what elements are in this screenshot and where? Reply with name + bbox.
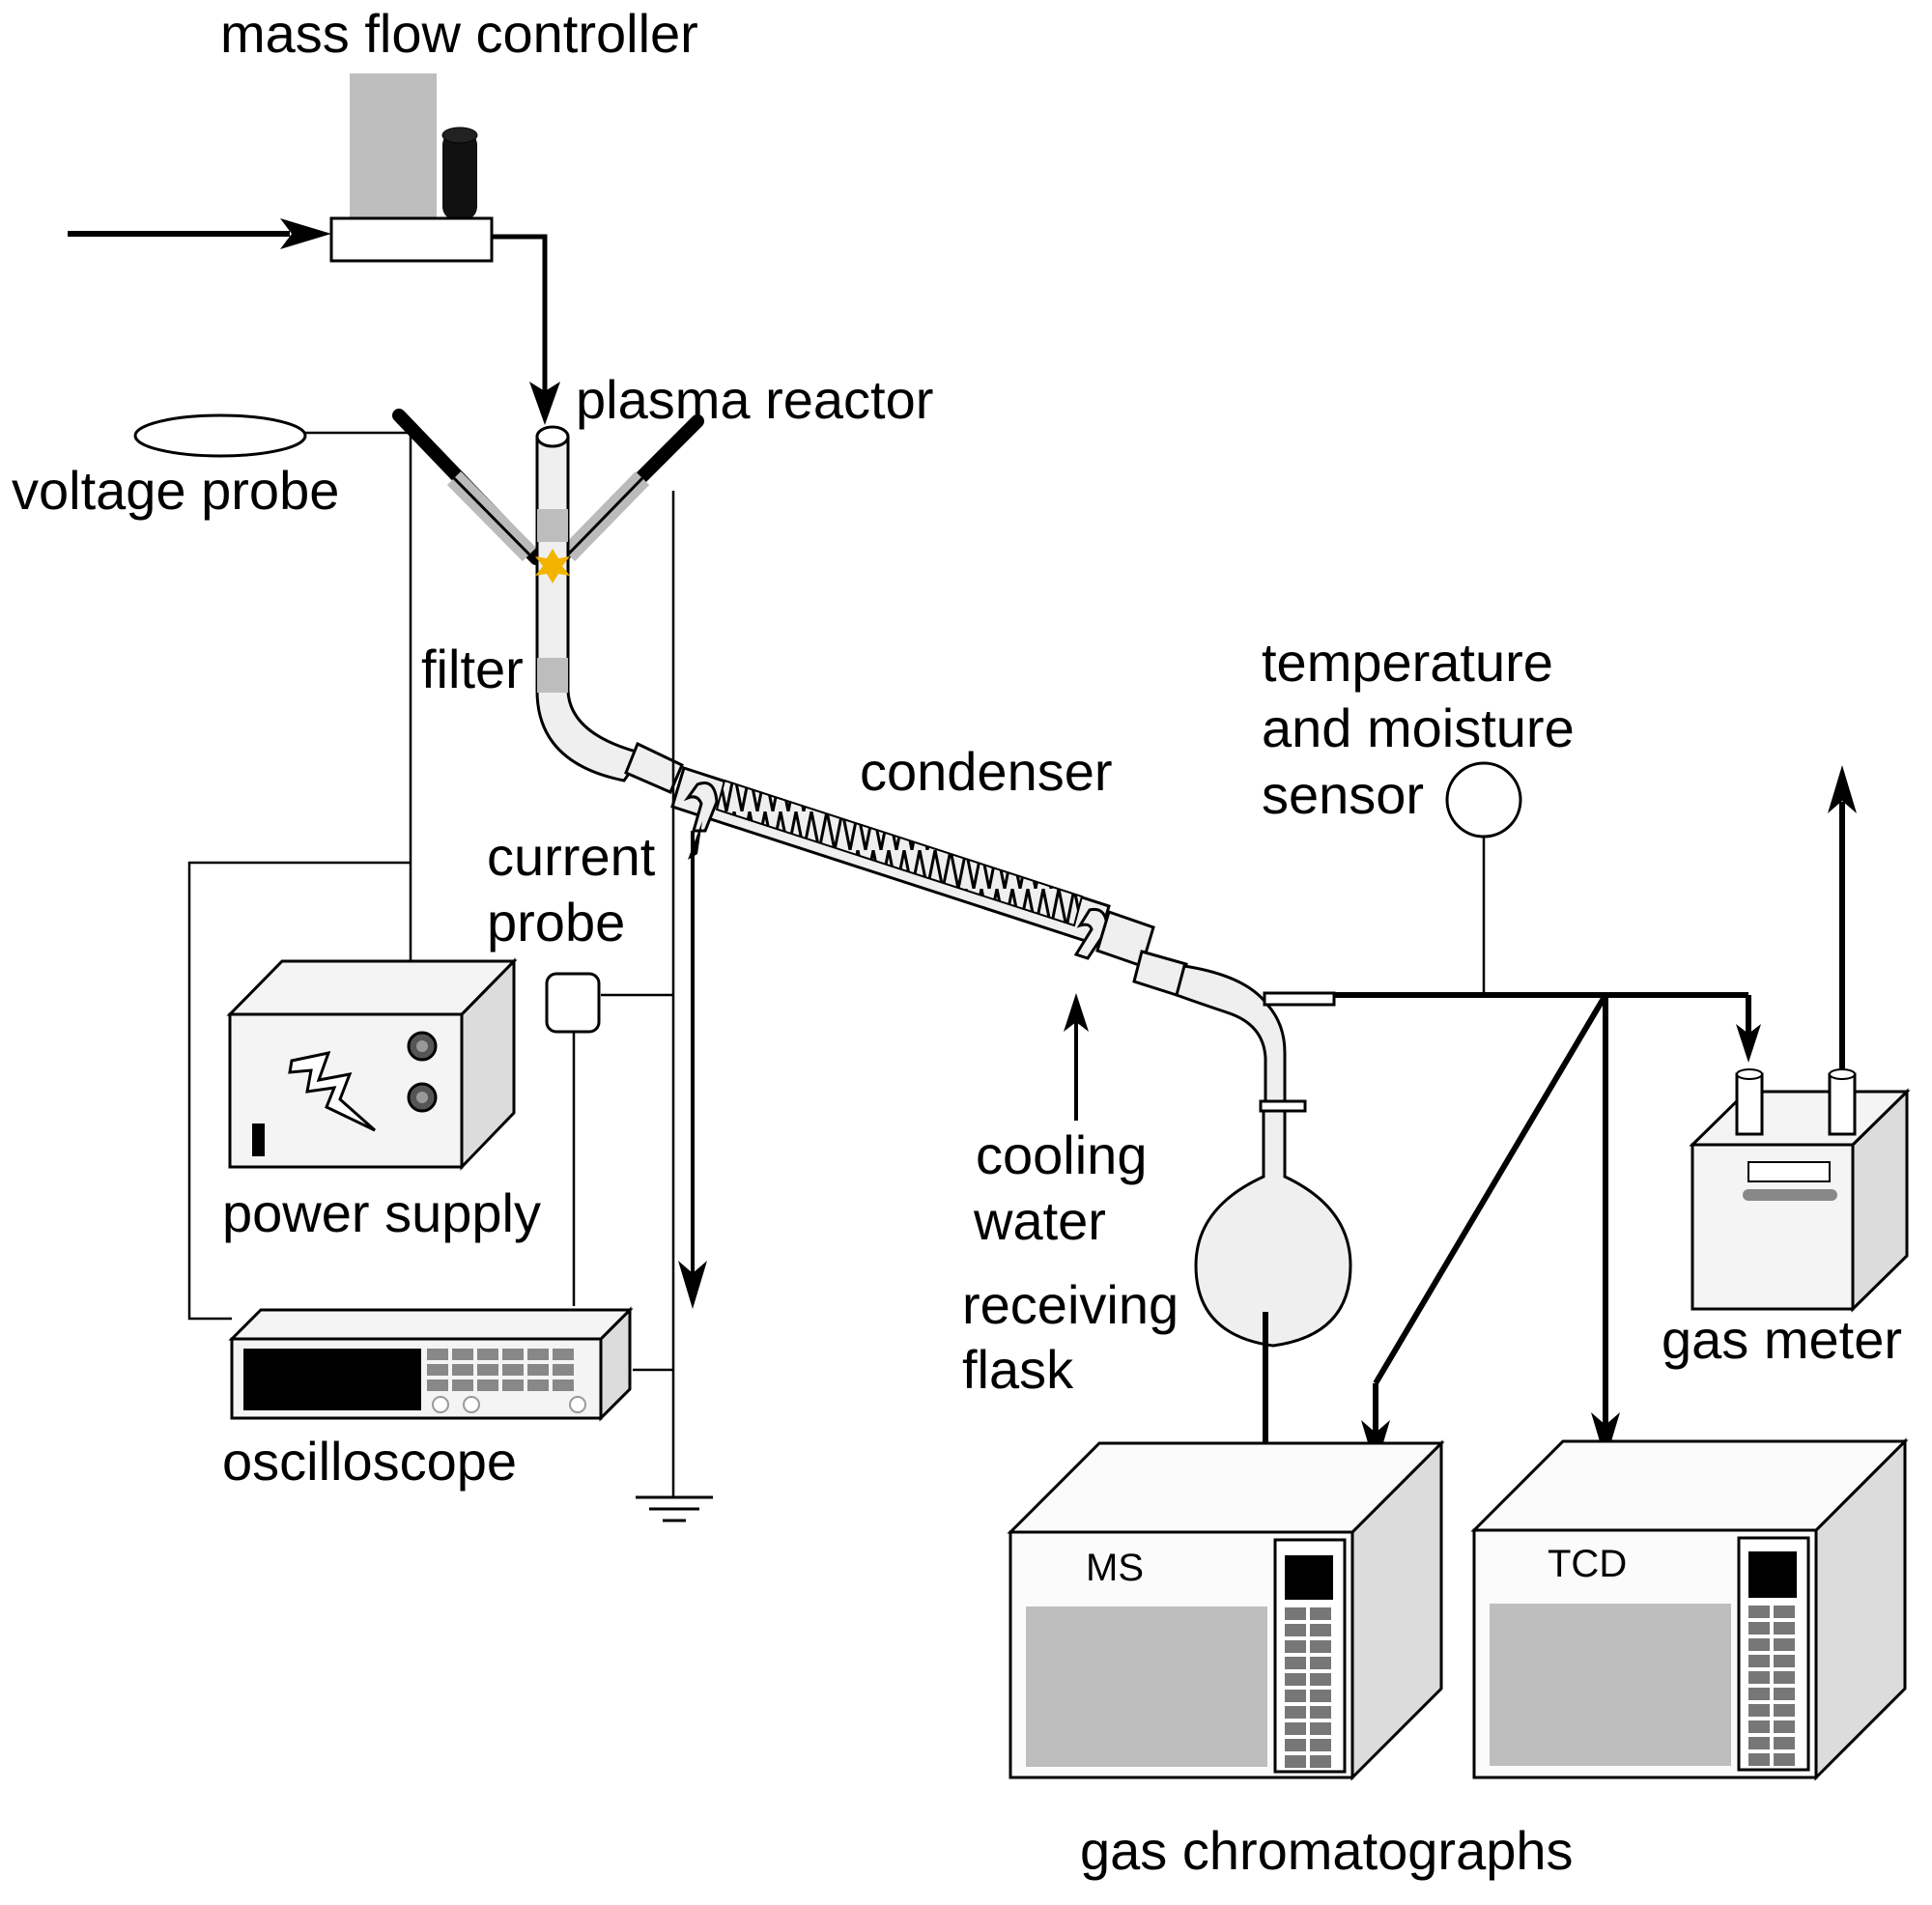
oscilloscope (228, 1306, 634, 1422)
oscilloscope-label: oscilloscope (222, 1431, 517, 1492)
mass-flow-controller (329, 73, 494, 263)
gc-tcd-keypad (1748, 1606, 1795, 1766)
plasma-reactor (392, 409, 704, 782)
gc-ms (1007, 1439, 1445, 1781)
voltage-probe-label: voltage probe (12, 460, 339, 521)
mfc-knob (442, 131, 477, 220)
temperature-sensor-label-line3: sensor (1262, 764, 1424, 825)
cooling-water-out-arrow (678, 821, 707, 1309)
voltage-probe (133, 413, 307, 458)
power-switch (252, 1123, 265, 1156)
plasma-spark (535, 549, 570, 583)
receiving-flask-label-line2: flask (962, 1339, 1074, 1400)
gc-tcd-label: TCD (1548, 1543, 1627, 1585)
gc-ms-label: MS (1086, 1547, 1144, 1589)
electrical-wiring (187, 433, 675, 1497)
mfc-body (350, 73, 437, 220)
gc-ms-screen (1285, 1555, 1333, 1600)
current-probe (545, 972, 601, 1034)
mass-flow-controller-label: mass flow controller (220, 3, 698, 64)
oscilloscope-screen (243, 1349, 421, 1410)
current-probe-label-line1: current (487, 826, 656, 887)
cooling-water-in-arrow (1064, 993, 1089, 1121)
cooling-water-label-line1: cooling (976, 1124, 1147, 1185)
gas-meter-label: gas meter (1662, 1309, 1902, 1370)
cooling-water-label-line2: water (973, 1190, 1106, 1251)
receiving-flask (1132, 950, 1352, 1348)
mfc-to-reactor-line (492, 234, 560, 425)
gas-inlet-arrow (68, 218, 331, 249)
temperature-sensor-label-line2: and moisture (1262, 697, 1575, 758)
gc-tcd-window (1490, 1604, 1731, 1766)
plasma-reactor-label: plasma reactor (576, 369, 933, 430)
gas-chromatographs-label: gas chromatographs (1080, 1820, 1574, 1881)
gas-meter-exhaust-arrow (1828, 765, 1857, 1068)
current-probe-label-line2: probe (487, 892, 625, 952)
flask-bulb (1194, 1109, 1352, 1348)
mfc-base (329, 216, 494, 263)
power-supply (226, 957, 518, 1171)
temperature-sensor-label-line1: temperature (1262, 632, 1553, 693)
gas-meter-display (1747, 1161, 1831, 1182)
gc-tcd-screen (1748, 1551, 1797, 1598)
gc-tcd (1470, 1437, 1909, 1781)
temperature-moisture-sensor (1445, 761, 1522, 839)
ground-icon (636, 1495, 713, 1522)
receiving-flask-label-line1: receiving (962, 1274, 1179, 1335)
gc-ms-window (1026, 1606, 1267, 1767)
filter-label: filter (421, 639, 524, 699)
lightning-bolt-icon (288, 1050, 376, 1132)
condenser-coil (715, 779, 1084, 927)
oscilloscope-buttons (427, 1349, 574, 1391)
power-supply-label: power supply (222, 1182, 541, 1243)
gc-ms-keypad (1285, 1607, 1331, 1768)
catalyst-bed (537, 509, 568, 542)
gas-meter (1689, 1068, 1911, 1313)
filter (537, 658, 568, 693)
condenser-label: condenser (860, 741, 1113, 802)
